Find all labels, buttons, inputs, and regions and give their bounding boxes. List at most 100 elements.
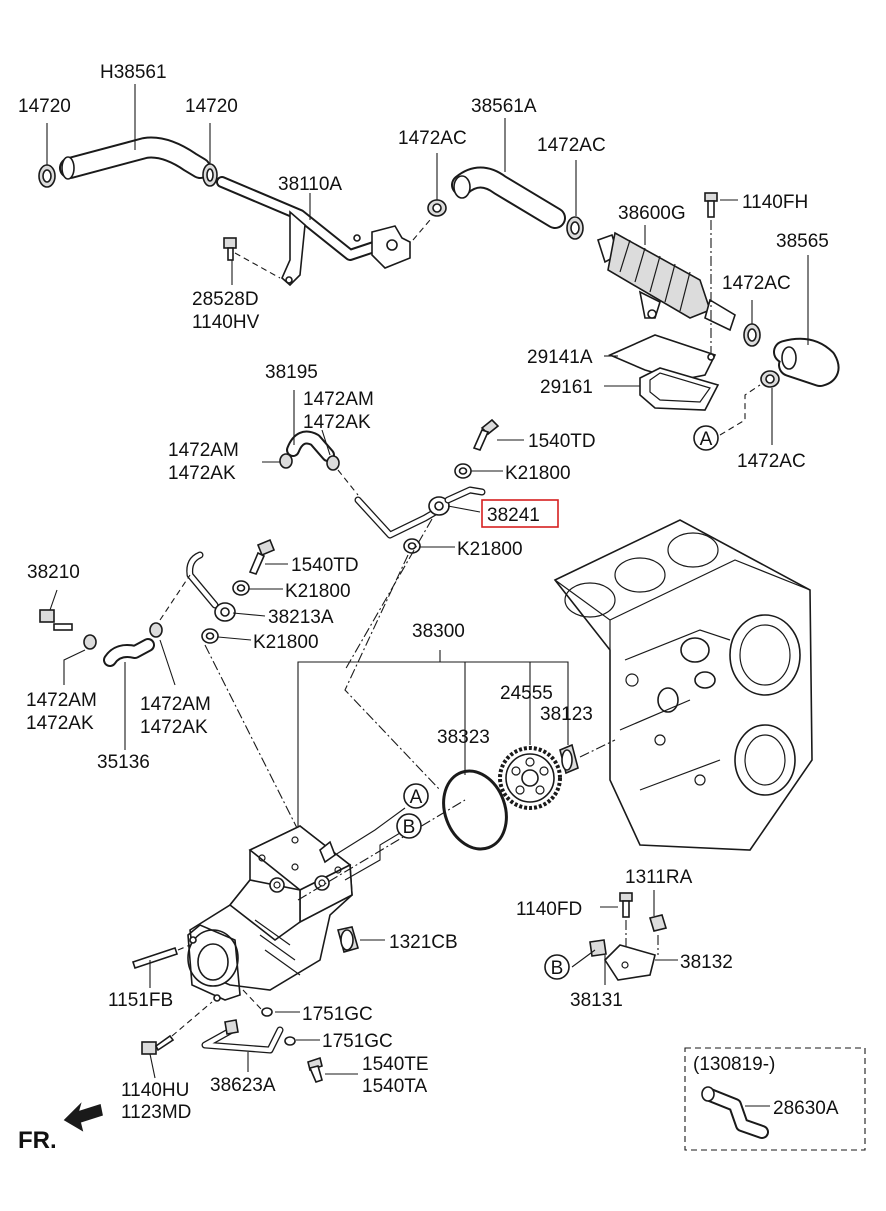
label-1140fh[interactable]: 1140FH [742, 192, 808, 213]
label-1472ak-b[interactable]: 1472AK [168, 463, 236, 484]
label-38600g[interactable]: 38600G [618, 203, 686, 224]
nut-38123[interactable] [559, 743, 579, 775]
hose-35136[interactable] [103, 638, 155, 667]
label-h38561[interactable]: H38561 [100, 62, 167, 83]
label-38565[interactable]: 38565 [776, 231, 829, 252]
label-1540te[interactable]: 1540TE [362, 1054, 429, 1075]
label-k21800-a[interactable]: K21800 [505, 463, 571, 484]
label-1311ra[interactable]: 1311RA [625, 867, 693, 888]
bolt-1540td-b[interactable] [248, 538, 276, 575]
label-1472am-b[interactable]: 1472AM [168, 440, 239, 461]
air-bellows-38600g[interactable] [597, 231, 736, 332]
label-38195[interactable]: 38195 [265, 362, 318, 383]
bolt-38210[interactable] [39, 609, 73, 631]
hose-h38561[interactable] [59, 136, 211, 180]
label-38132[interactable]: 38132 [680, 952, 733, 973]
label-1140hu[interactable]: 1140HU [121, 1080, 189, 1101]
label-38241[interactable]: 38241 [487, 505, 540, 526]
seal-1751gc-b[interactable] [284, 1036, 296, 1046]
pipe-38623a[interactable] [201, 1019, 284, 1054]
hose-clamp-14720-left[interactable] [38, 164, 56, 188]
hose-clamp-1472ac-b[interactable] [566, 216, 584, 240]
nut-1321cb[interactable] [337, 926, 359, 953]
label-1321cb[interactable]: 1321CB [389, 932, 458, 953]
label-29141a[interactable]: 29141A [527, 347, 593, 368]
label-1472ac-d[interactable]: 1472AC [737, 451, 806, 472]
label-k21800-d[interactable]: K21800 [253, 632, 319, 653]
washer-k21800-d[interactable] [201, 628, 219, 644]
label-14720-right[interactable]: 14720 [185, 96, 238, 117]
callout-a-top[interactable]: A [693, 425, 719, 451]
nut-1311ra[interactable] [648, 914, 668, 932]
label-1540ta[interactable]: 1540TA [362, 1076, 427, 1097]
bolt-1140hu[interactable] [141, 1034, 175, 1055]
gasket-29161[interactable] [639, 367, 720, 411]
label-1751gc-a[interactable]: 1751GC [302, 1004, 373, 1025]
label-38213a[interactable]: 38213A [268, 607, 334, 628]
label-29161[interactable]: 29161 [540, 377, 593, 398]
bolt-1140fh[interactable] [704, 192, 718, 218]
pipe-38213a-line[interactable] [186, 551, 219, 609]
label-28528d[interactable]: 28528D [192, 289, 259, 310]
label-38561a[interactable]: 38561A [471, 96, 537, 117]
label-28630a[interactable]: 28630A [773, 1098, 839, 1119]
bracket-38132[interactable] [603, 944, 656, 981]
label-1472am-d[interactable]: 1472AM [140, 694, 211, 715]
bolt-1540td-a[interactable] [472, 418, 500, 451]
label-1540td-b[interactable]: 1540TD [291, 555, 359, 576]
label-1751gc-b[interactable]: 1751GC [322, 1031, 393, 1052]
hose-clamp-1472ac-c[interactable] [743, 323, 761, 347]
label-1140hv[interactable]: 1140HV [192, 312, 260, 333]
label-38123[interactable]: 38123 [540, 704, 593, 725]
label-1472ac-c[interactable]: 1472AC [722, 273, 791, 294]
hose-clamp-1472am-a[interactable] [279, 453, 293, 469]
washer-k21800-a[interactable] [454, 463, 472, 479]
seal-1751gc-a[interactable] [261, 1007, 273, 1017]
label-1472ak-c[interactable]: 1472AK [26, 713, 94, 734]
hose-clamp-1472am-c[interactable] [83, 634, 97, 650]
banjo-fitting-38213a[interactable] [214, 602, 236, 622]
label-1540td-a[interactable]: 1540TD [528, 431, 596, 452]
label-1140fd[interactable]: 1140FD [516, 899, 582, 920]
pipe-38110a[interactable] [216, 176, 411, 287]
callout-b-mid[interactable]: B [396, 813, 422, 839]
label-1472ac-b[interactable]: 1472AC [537, 135, 606, 156]
drive-gear-24555[interactable] [498, 746, 562, 810]
label-38210[interactable]: 38210 [27, 562, 80, 583]
washer-k21800-c[interactable] [232, 580, 250, 596]
label-24555[interactable]: 24555 [500, 683, 553, 704]
label-38300[interactable]: 38300 [412, 621, 465, 642]
bolt-28528d[interactable] [223, 237, 237, 261]
o-ring-38323[interactable] [433, 762, 517, 858]
gasket-29141a[interactable] [608, 334, 717, 381]
bolt-1140fd[interactable] [619, 892, 633, 918]
label-14720-left[interactable]: 14720 [18, 96, 71, 117]
callout-b-bracket[interactable]: B [544, 954, 570, 980]
label-35136[interactable]: 35136 [97, 752, 150, 773]
label-1472am-c[interactable]: 1472AM [26, 690, 97, 711]
label-38110a[interactable]: 38110A [278, 174, 342, 195]
label-1472ac-a[interactable]: 1472AC [398, 128, 467, 149]
label-38131[interactable]: 38131 [570, 990, 623, 1011]
label-38623a[interactable]: 38623A [210, 1075, 276, 1096]
hose-clamp-1472ac-d[interactable] [760, 370, 780, 388]
label-1472am-a[interactable]: 1472AM [303, 389, 374, 410]
hose-38195[interactable] [286, 430, 335, 462]
label-1151fb[interactable]: 1151FB [108, 990, 173, 1011]
label-1472ak-a[interactable]: 1472AK [303, 412, 371, 433]
label-k21800-c[interactable]: K21800 [285, 581, 351, 602]
fitting-38131[interactable] [589, 939, 607, 957]
hose-elbow-38565[interactable] [773, 337, 840, 387]
label-1472ak-d[interactable]: 1472AK [140, 717, 208, 738]
label-38323[interactable]: 38323 [437, 727, 490, 748]
bolt-1540te[interactable] [307, 1056, 323, 1083]
fitting-28630a[interactable] [701, 1086, 769, 1139]
hose-38561a[interactable] [451, 166, 566, 229]
label-1123md[interactable]: 1123MD [121, 1102, 191, 1123]
hose-clamp-1472am-d[interactable] [149, 622, 163, 638]
washer-k21800-b[interactable] [403, 538, 421, 554]
label-k21800-b[interactable]: K21800 [457, 539, 523, 560]
hose-clamp-1472am-b[interactable] [326, 455, 340, 471]
hose-clamp-14720-right[interactable] [202, 163, 218, 187]
hose-clamp-1472ac-a[interactable] [427, 199, 447, 217]
